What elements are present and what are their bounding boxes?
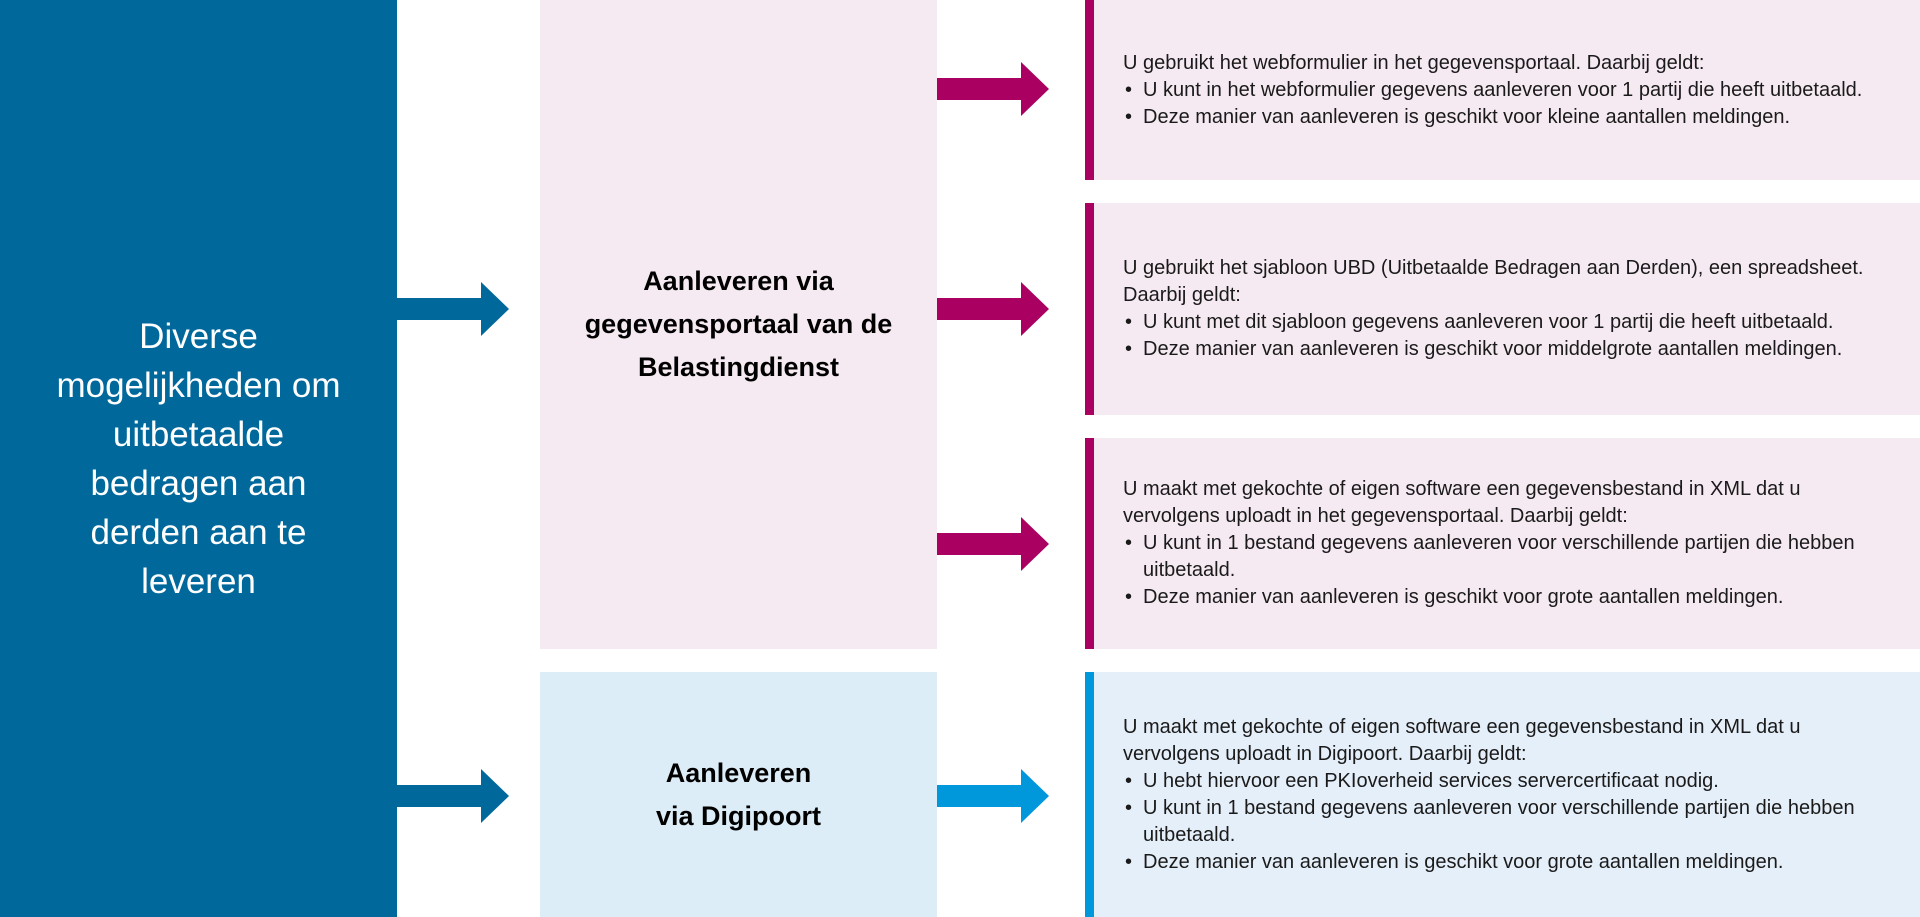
- digipoort-route-box: Aanleveren via Digipoort: [540, 672, 937, 917]
- panel-bullet: Deze manier van aanleveren is geschikt v…: [1123, 849, 1890, 876]
- panel-intro: U maakt met gekochte of eigen software e…: [1123, 715, 1801, 765]
- arrow-right-icon: [397, 282, 509, 336]
- panel-intro: U gebruikt het webformulier in het gegev…: [1123, 51, 1705, 74]
- main-title-box: Diverse mogelijkheden om uitbetaalde bed…: [0, 0, 397, 917]
- panel-bullet: Deze manier van aanleveren is geschikt v…: [1123, 336, 1890, 363]
- arrow-right-icon: [937, 769, 1049, 823]
- panel-bullet: Deze manier van aanleveren is geschikt v…: [1123, 584, 1890, 611]
- panel-bullet: U kunt in 1 bestand gegevens aanleveren …: [1123, 795, 1890, 849]
- option-panel-webform: U gebruikt het webformulier in het gegev…: [1085, 0, 1920, 180]
- digipoort-route-title: Aanleveren via Digipoort: [655, 757, 821, 831]
- panel-bullet: U kunt in het webformulier gegevens aanl…: [1123, 77, 1890, 104]
- panel-intro: U gebruikt het sjabloon UBD (Uitbetaalde…: [1123, 257, 1864, 306]
- option-panel-template: U gebruikt het sjabloon UBD (Uitbetaalde…: [1085, 203, 1920, 415]
- arrow-right-icon: [937, 282, 1049, 336]
- panel-bullet: Deze manier van aanleveren is geschikt v…: [1123, 104, 1890, 131]
- portal-route-box: Aanleveren via gegevensportaal van de Be…: [540, 0, 937, 649]
- portal-route-title: Aanleveren via gegevensportaal van de Be…: [584, 266, 893, 382]
- option-panel-xml-portal: U maakt met gekochte of eigen software e…: [1085, 438, 1920, 649]
- panel-bullet: U kunt in 1 bestand gegevens aanleveren …: [1123, 530, 1890, 584]
- panel-bullet: U hebt hiervoor een PKIoverheid services…: [1123, 768, 1890, 795]
- option-panel-xml-digipoort: U maakt met gekochte of eigen software e…: [1085, 672, 1920, 917]
- arrow-right-icon: [937, 62, 1049, 116]
- arrow-right-icon: [937, 517, 1049, 571]
- main-title: Diverse mogelijkheden om uitbetaalde bed…: [56, 316, 341, 601]
- panel-bullet: U kunt met dit sjabloon gegevens aanleve…: [1123, 309, 1890, 336]
- panel-intro: U maakt met gekochte of eigen software e…: [1123, 478, 1801, 527]
- arrow-right-icon: [397, 769, 509, 823]
